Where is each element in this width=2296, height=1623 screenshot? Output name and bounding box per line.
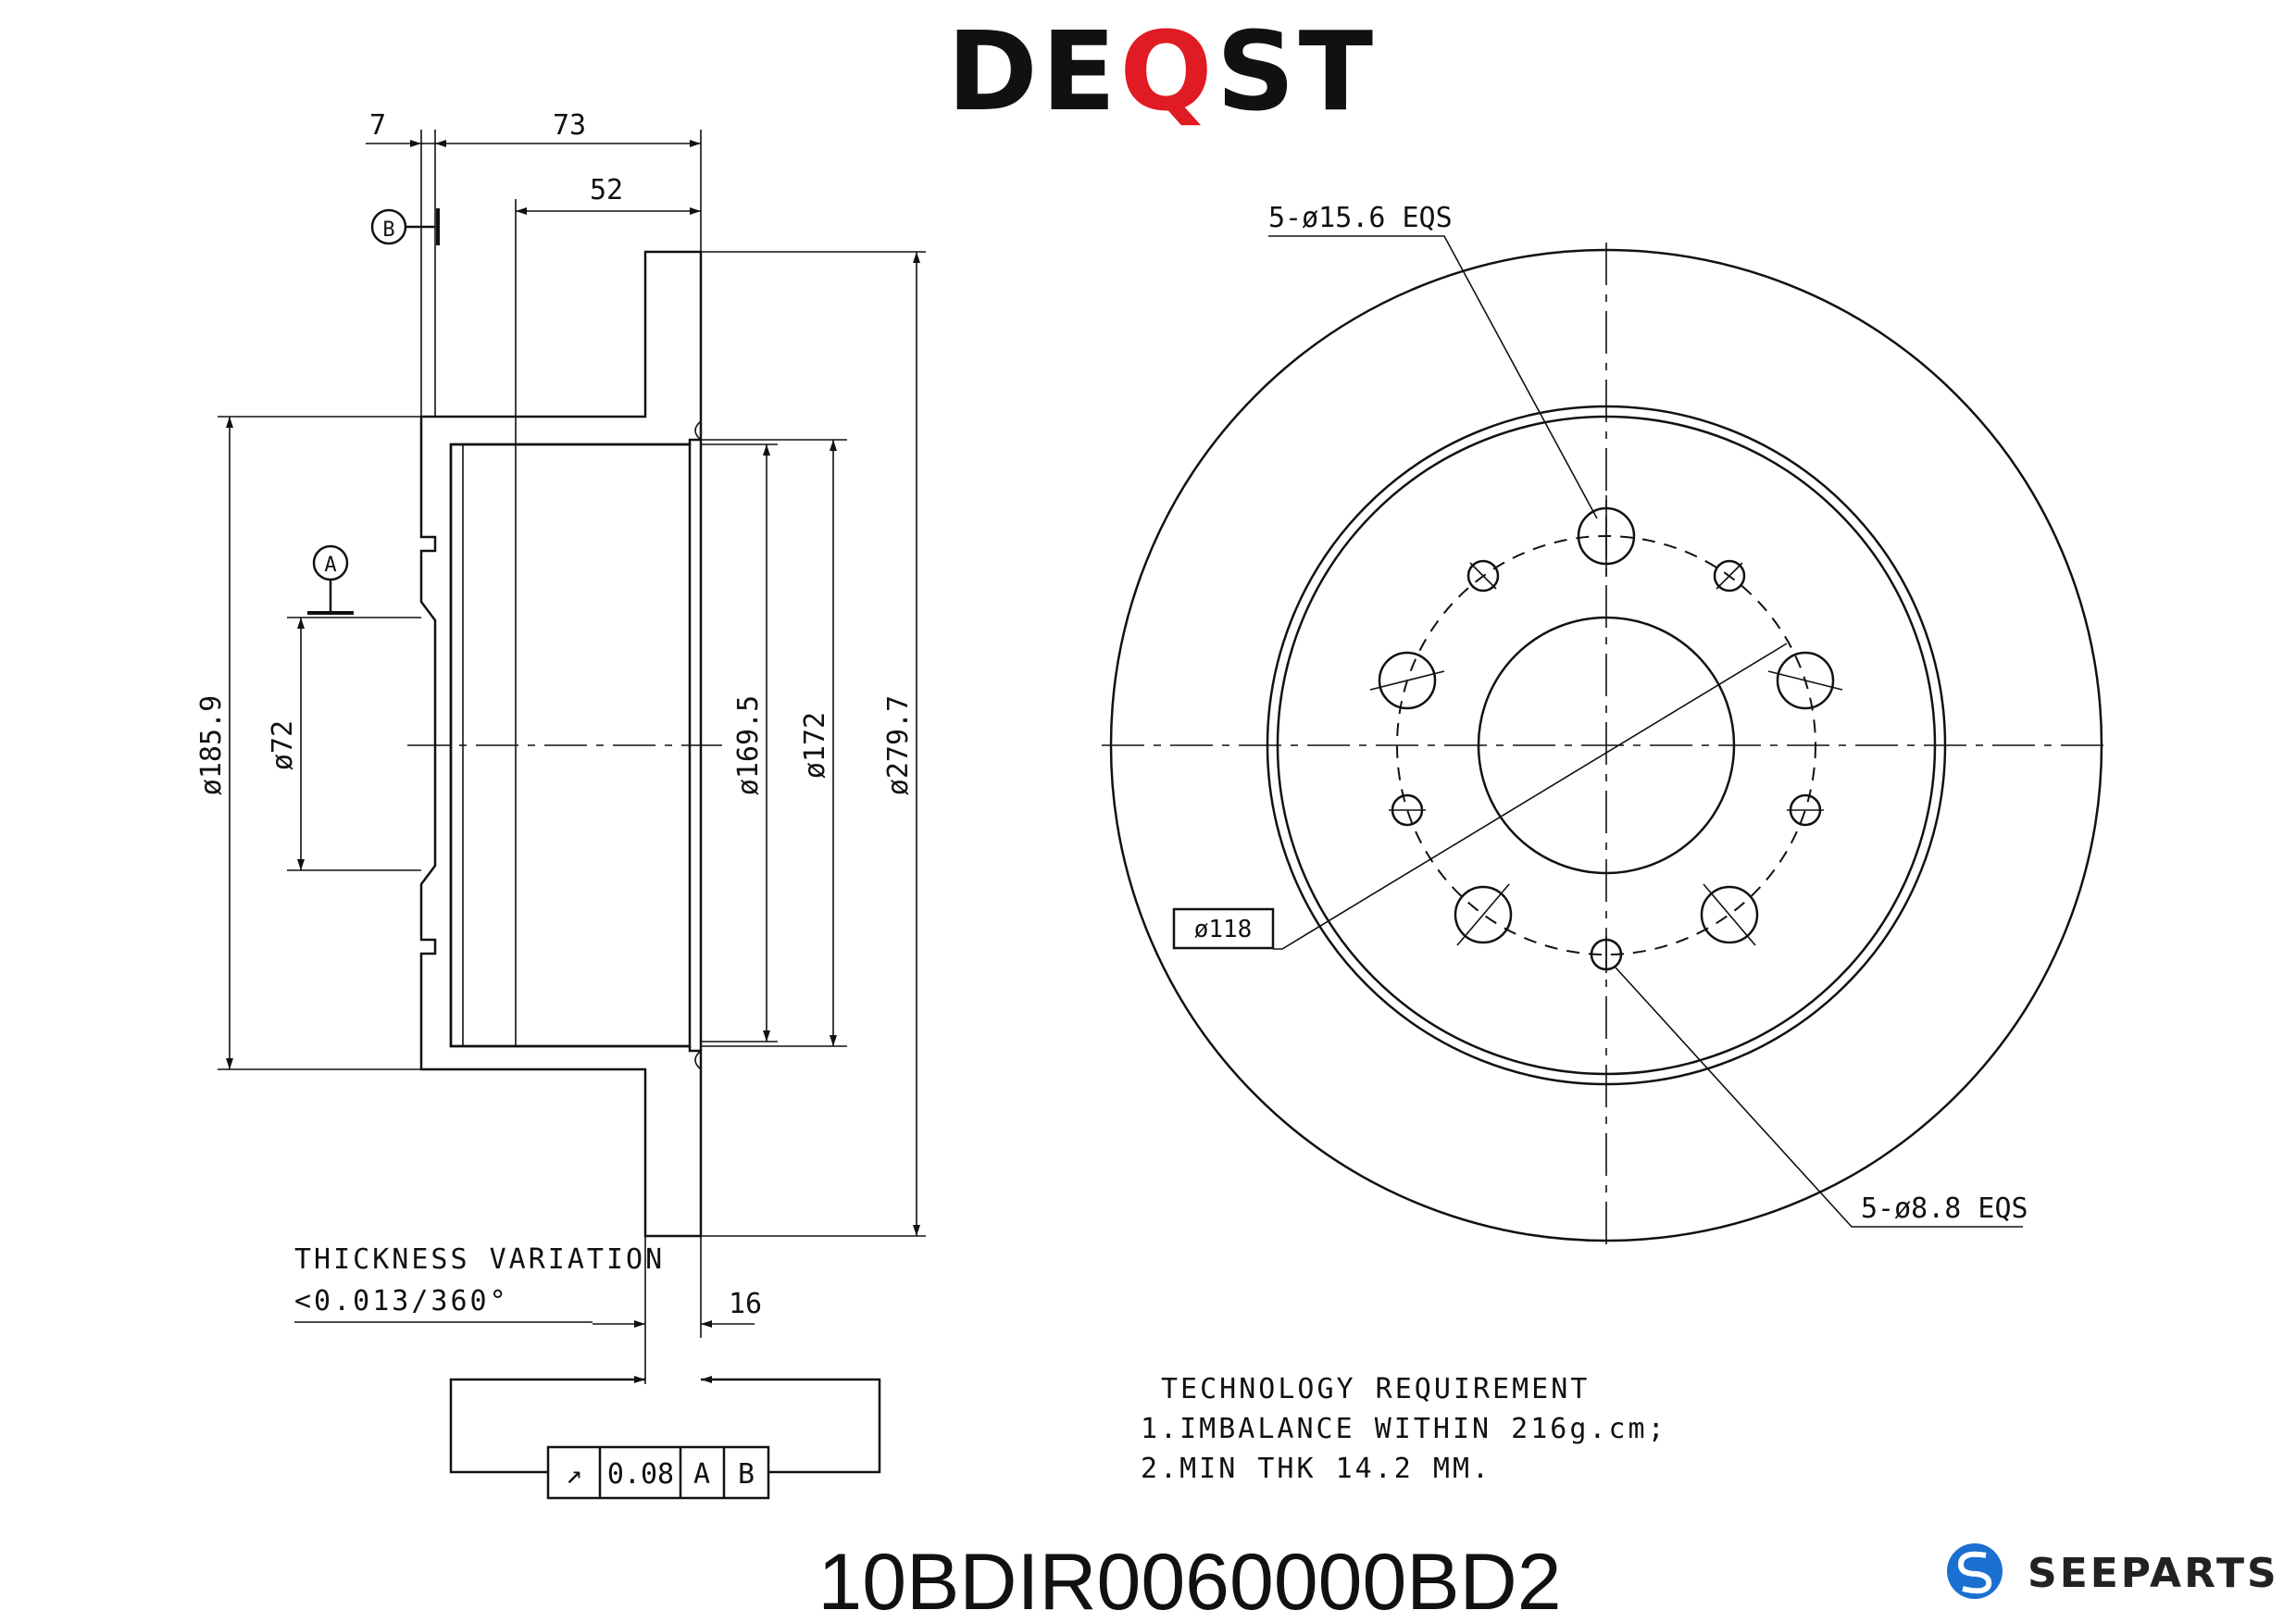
- label-large-holes: 5-ø15.6 EQS: [1268, 202, 1453, 234]
- dim-52: 52: [590, 174, 623, 206]
- dim-d185: ø185.9: [195, 695, 228, 795]
- tolerance-value: 0.08: [607, 1458, 674, 1491]
- small-holes: [1389, 559, 1824, 973]
- technology-requirement: TECHNOLOGY REQUIREMENT 1.IMBALANCE WITHI…: [1141, 1373, 1667, 1485]
- label-pcd: ø118: [1194, 916, 1253, 943]
- section-view: 7 73 52 B A ø185.9 ø72 ø169.5: [195, 109, 926, 1500]
- tech-title: TECHNOLOGY REQUIREMENT: [1161, 1373, 1590, 1405]
- dim-d279: ø279.7: [882, 695, 915, 795]
- tolerance-datum-a: A: [693, 1458, 710, 1491]
- dim-16: 16: [729, 1288, 762, 1320]
- datum-b-label: B: [382, 218, 394, 242]
- tolerance-symbol: ↗: [566, 1458, 582, 1491]
- seeparts-text: SEEPARTS: [2028, 1550, 2279, 1597]
- dim-73: 73: [553, 109, 586, 142]
- tolerance-datum-b: B: [738, 1458, 755, 1491]
- tolerance-frame: ↗ 0.08 A B: [546, 1445, 770, 1500]
- part-number: 10BDIR0060000BD2: [817, 1538, 1561, 1623]
- dim-7: 7: [369, 109, 386, 142]
- dim-d169: ø169.5: [732, 695, 765, 795]
- label-small-holes: 5-ø8.8 EQS: [1861, 1192, 2028, 1225]
- front-view: 5-ø15.6 EQS 5-ø8.8 EQS ø118: [1102, 202, 2111, 1248]
- dim-d172: ø172: [799, 712, 831, 779]
- seeparts-logo: SEEPARTS: [1947, 1543, 2279, 1599]
- thickness-variation-title: THICKNESS VARIATION: [294, 1243, 665, 1276]
- large-holes: [1369, 495, 1843, 946]
- tech-line-1: 1.IMBALANCE WITHIN 216g.cm;: [1141, 1413, 1667, 1445]
- datum-a-label: A: [324, 554, 336, 577]
- dim-d72: ø72: [267, 720, 299, 770]
- thickness-variation-value: <0.013/360°: [294, 1285, 509, 1317]
- tech-line-2: 2.MIN THK 14.2 MM.: [1141, 1453, 1491, 1485]
- brand-logo-q: Q: [1119, 7, 1216, 135]
- brand-logo: DEQST: [947, 7, 1377, 135]
